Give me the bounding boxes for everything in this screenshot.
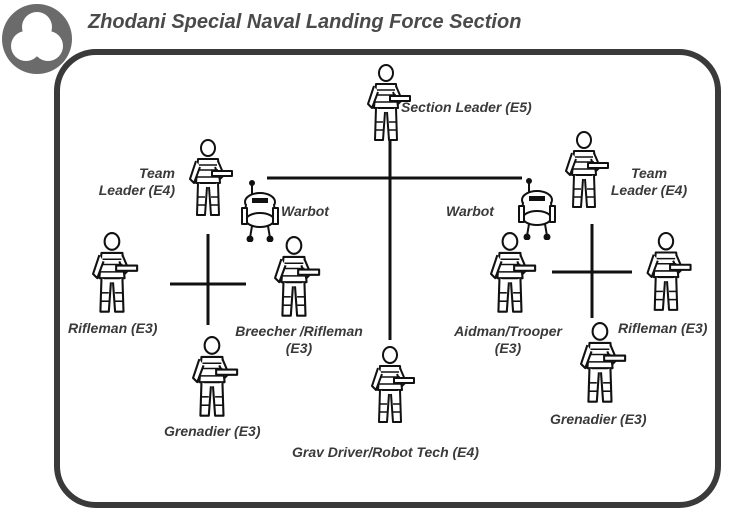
aidman-label: Aidman/Trooper (E3) bbox=[454, 323, 562, 356]
three-circle-logo-icon bbox=[2, 4, 72, 74]
team-leader-right-icon bbox=[560, 130, 610, 214]
grav-driver-icon bbox=[366, 344, 416, 430]
warbot-right-label: Warbot bbox=[446, 203, 494, 219]
rifleman-left-label: Rifleman (E3) bbox=[68, 320, 158, 336]
diagram-frame bbox=[54, 49, 721, 508]
page-title: Zhodani Special Naval Landing Force Sect… bbox=[88, 11, 522, 33]
grenadier-right-label: Grenadier (E3) bbox=[550, 411, 647, 427]
warbot-right-icon bbox=[517, 178, 557, 240]
rifleman-left-icon bbox=[86, 232, 140, 318]
aidman-icon bbox=[484, 232, 538, 318]
section-leader-label: Section Leader (E5) bbox=[401, 99, 532, 115]
warbot-left-icon bbox=[240, 180, 280, 242]
team-leader-left-icon bbox=[184, 138, 234, 222]
rifleman-right-icon bbox=[640, 232, 694, 316]
rifleman-right-label: Rifleman (E3) bbox=[618, 320, 708, 336]
team-leader-right-label: Team Leader (E4) bbox=[610, 165, 688, 198]
breecher-label: Breecher /Rifleman (E3) bbox=[235, 323, 363, 356]
grav-driver-label: Grav Driver/Robot Tech (E4) bbox=[292, 444, 479, 460]
team-leader-left-label: Team Leader (E4) bbox=[98, 165, 175, 198]
grenadier-left-label: Grenadier (E3) bbox=[164, 423, 261, 439]
breecher-icon bbox=[268, 236, 322, 322]
warbot-left-label: Warbot bbox=[281, 203, 329, 219]
